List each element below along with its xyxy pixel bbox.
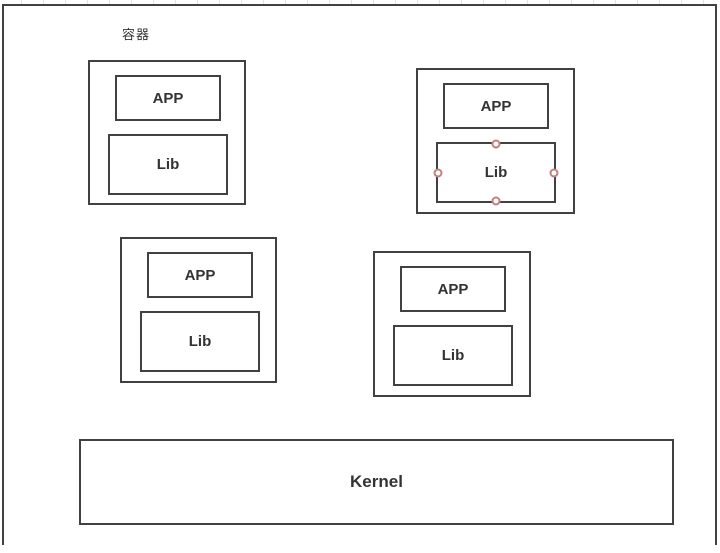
lib-label: Lib [441,347,465,364]
container-shape-top-right[interactable]: APP Lib [416,68,575,214]
app-label: APP [184,266,216,284]
connection-handle-top[interactable] [491,139,501,149]
app-label: APP [437,280,469,298]
app-shape[interactable]: APP [115,75,221,121]
container-shape-bottom-right[interactable]: APP Lib [373,251,531,397]
app-shape[interactable]: APP [400,266,506,312]
lib-label: Lib [188,333,212,350]
kernel-label: Kernel [350,472,403,491]
container-shape-top-left[interactable]: APP Lib [88,60,246,205]
app-label: APP [152,89,184,107]
canvas-frame [2,4,717,545]
lib-label: Lib [484,164,508,181]
container-shape-bottom-left[interactable]: APP Lib [120,237,277,383]
connection-handle-right[interactable] [549,168,559,177]
lib-shape[interactable]: Lib [393,325,513,386]
app-label: APP [480,97,512,115]
grid-ticks [0,0,720,4]
lib-shape[interactable]: Lib [140,311,260,372]
lib-shape[interactable]: Lib [108,134,228,195]
lib-shape-selected[interactable]: Lib [433,139,559,206]
lib-label: Lib [156,156,180,173]
canvas-title-label: 容器 [122,27,151,42]
connection-handle-left[interactable] [433,168,443,177]
connection-handle-bottom[interactable] [491,196,501,206]
app-shape[interactable]: APP [443,83,549,129]
kernel-shape[interactable]: Kernel [79,439,674,525]
app-shape[interactable]: APP [147,252,253,298]
